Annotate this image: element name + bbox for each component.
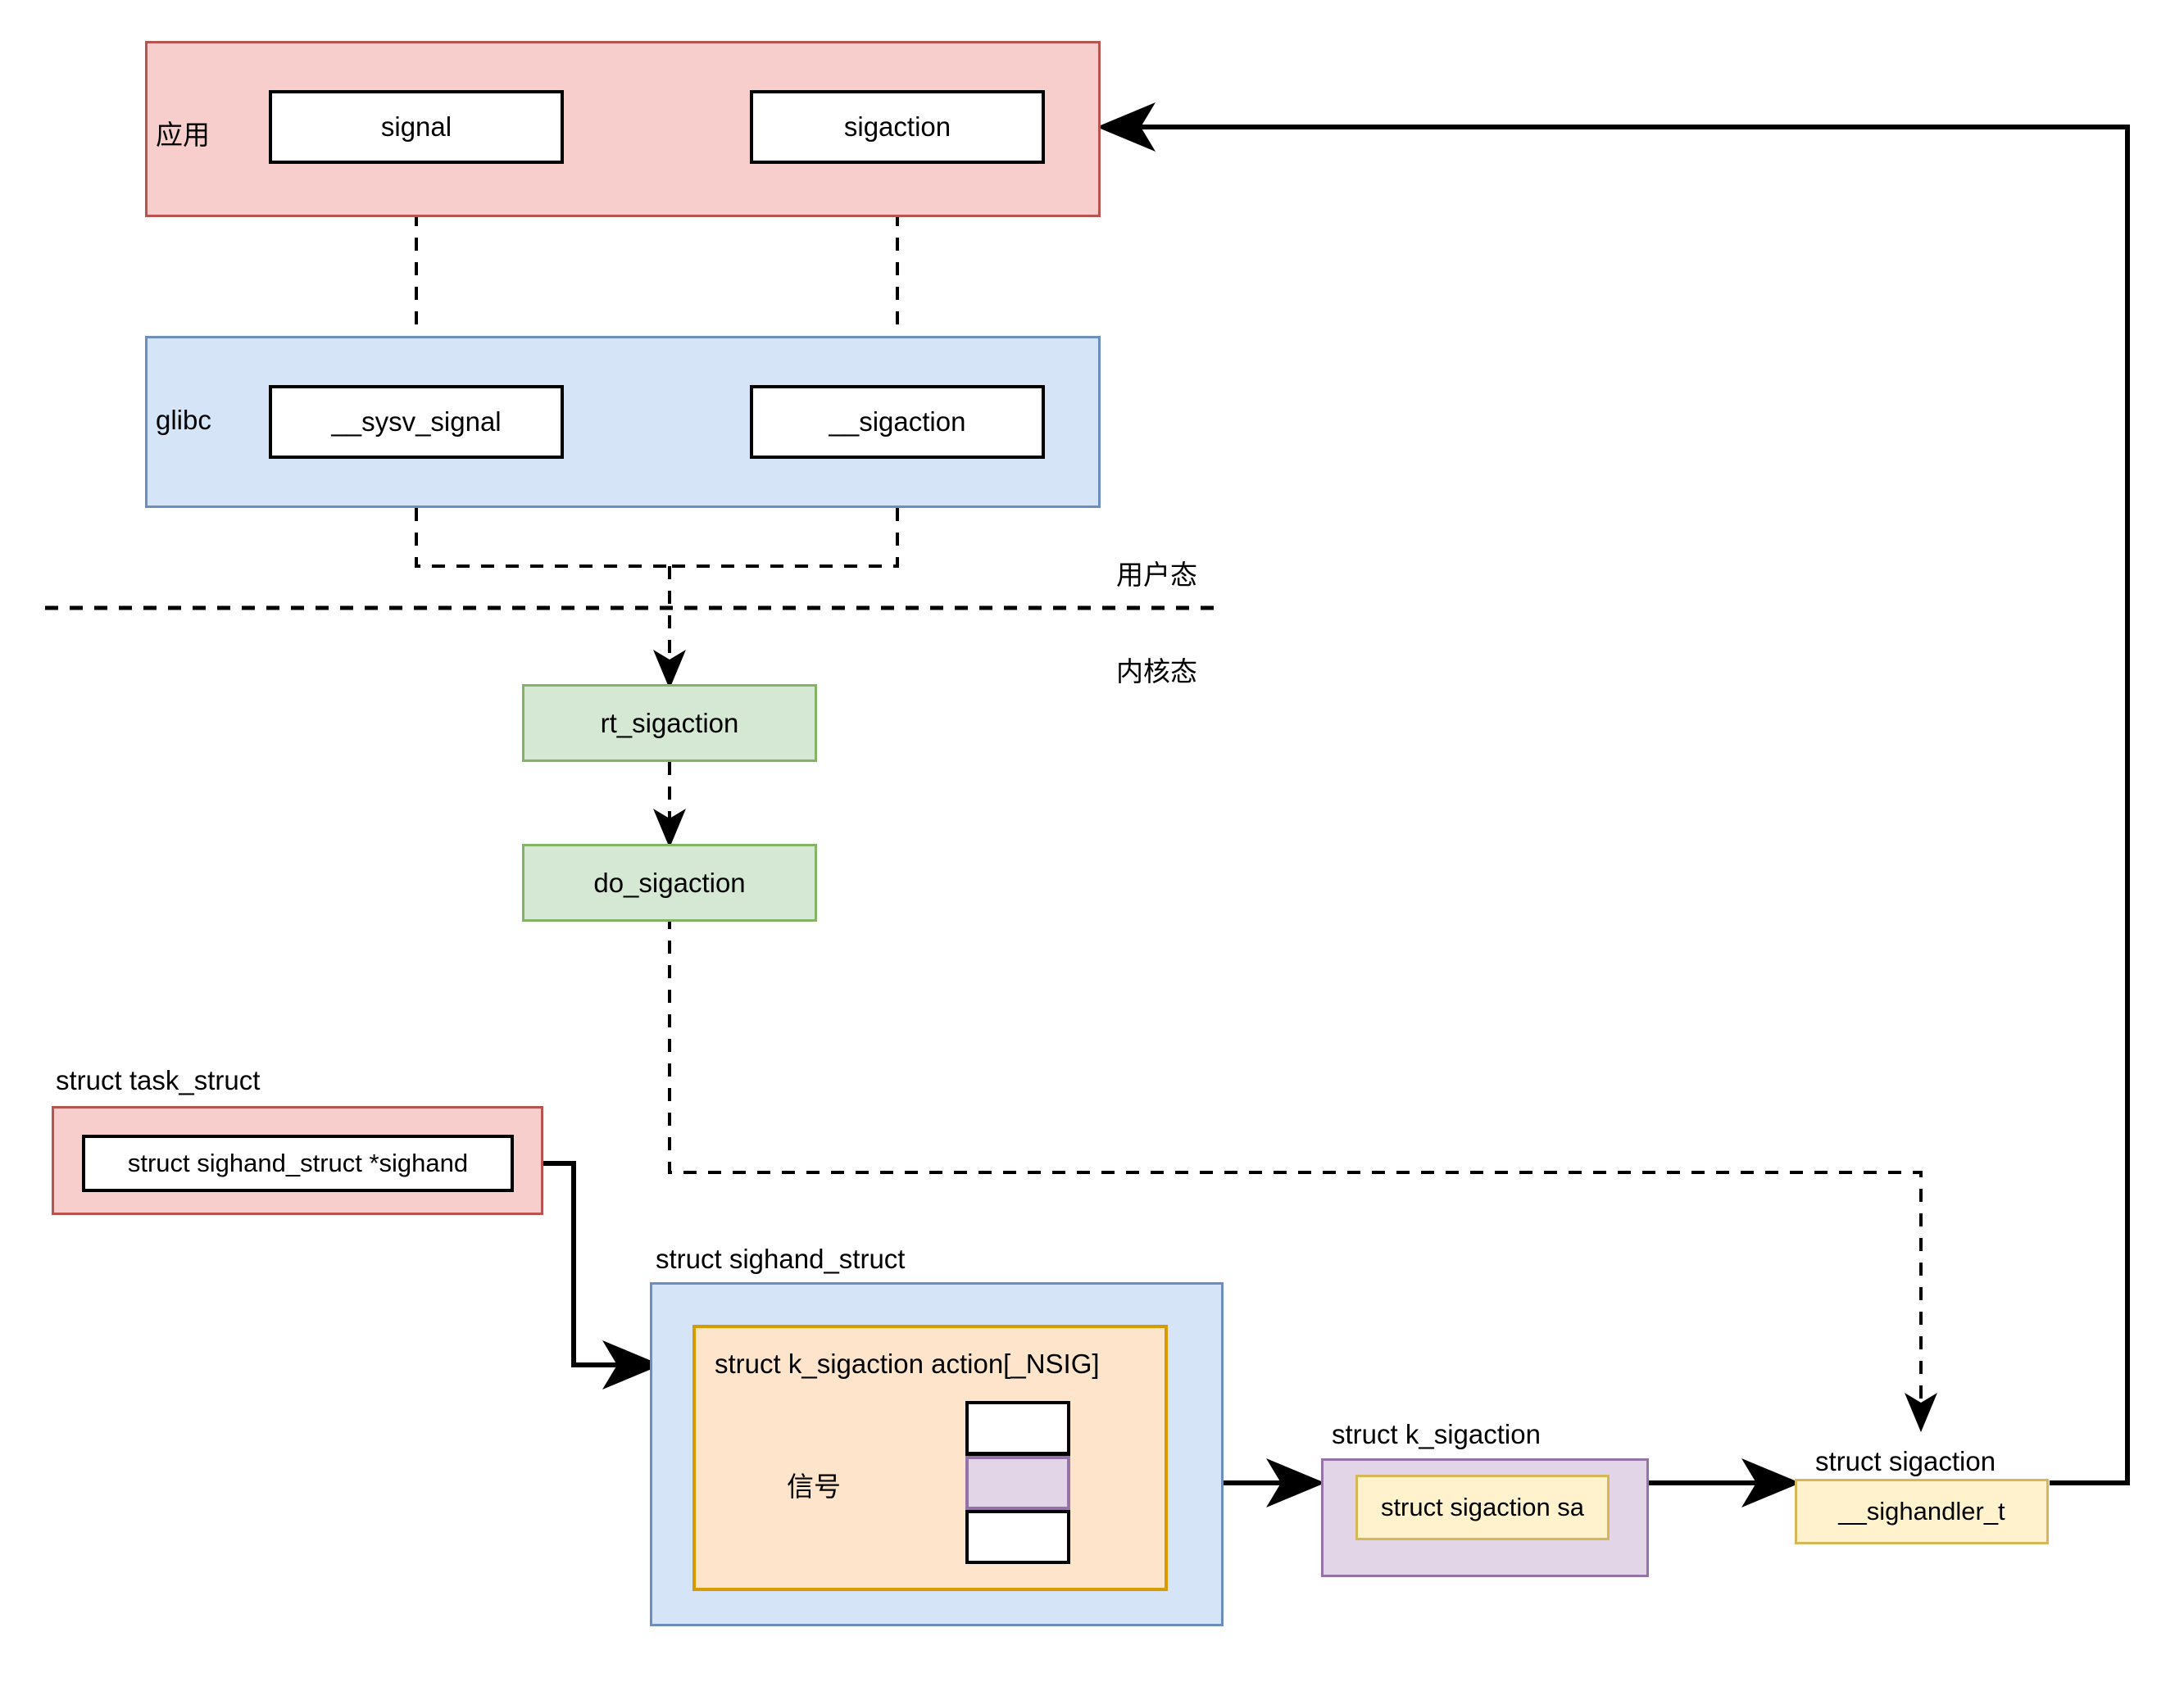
label-signal-cn: 信号 <box>787 1471 841 1502</box>
wire-sighandler-back-to-app <box>1097 102 2130 1485</box>
box-glibc-sigaction-label: __sigaction <box>829 406 966 437</box>
caption-k-sigaction: struct k_sigaction <box>1332 1419 1541 1449</box>
field-sigaction-sa-label: struct sigaction sa <box>1380 1493 1585 1521</box>
field-sighandler-t-label: __sighandler_t <box>1838 1497 2005 1526</box>
array-cell-0[interactable] <box>965 1401 1070 1455</box>
array-cell-2-selected[interactable] <box>965 1456 1070 1510</box>
array-k-sigaction-action-label: struct k_sigaction action[_NSIG] <box>715 1349 1100 1379</box>
box-sysv-signal-label: __sysv_signal <box>331 406 502 437</box>
field-sigaction-sa[interactable]: struct sigaction sa <box>1355 1475 1610 1540</box>
box-glibc-sigaction[interactable]: __sigaction <box>750 385 1045 459</box>
box-rt-sigaction[interactable]: rt_sigaction <box>522 684 817 762</box>
box-do-sigaction[interactable]: do_sigaction <box>522 844 817 922</box>
layer-application-label: 应用 <box>156 120 210 150</box>
caption-task-struct: struct task_struct <box>56 1065 261 1095</box>
box-sigaction[interactable]: sigaction <box>750 90 1045 164</box>
box-sigaction-label: sigaction <box>843 111 951 142</box>
field-sighand-label: struct sighand_struct *sighand <box>127 1149 469 1177</box>
box-do-sigaction-label: do_sigaction <box>593 867 746 898</box>
field-sighand[interactable]: struct sighand_struct *sighand <box>82 1135 514 1192</box>
caption-sighand-struct: struct sighand_struct <box>656 1244 906 1274</box>
array-k-sigaction-action <box>692 1325 1168 1591</box>
box-sysv-signal[interactable]: __sysv_signal <box>269 385 564 459</box>
label-kernel-mode: 内核态 <box>1116 656 1197 687</box>
array-cell-3[interactable] <box>965 1510 1070 1564</box>
box-rt-sigaction-label: rt_sigaction <box>600 707 739 738</box>
field-sighandler-t[interactable]: __sighandler_t <box>1795 1479 2049 1544</box>
label-user-mode: 用户态 <box>1116 560 1197 590</box>
caption-sigaction-struct: struct sigaction <box>1815 1446 1996 1476</box>
box-signal-label: signal <box>380 111 452 142</box>
layer-glibc-label: glibc <box>156 405 211 435</box>
box-signal[interactable]: signal <box>269 90 564 164</box>
